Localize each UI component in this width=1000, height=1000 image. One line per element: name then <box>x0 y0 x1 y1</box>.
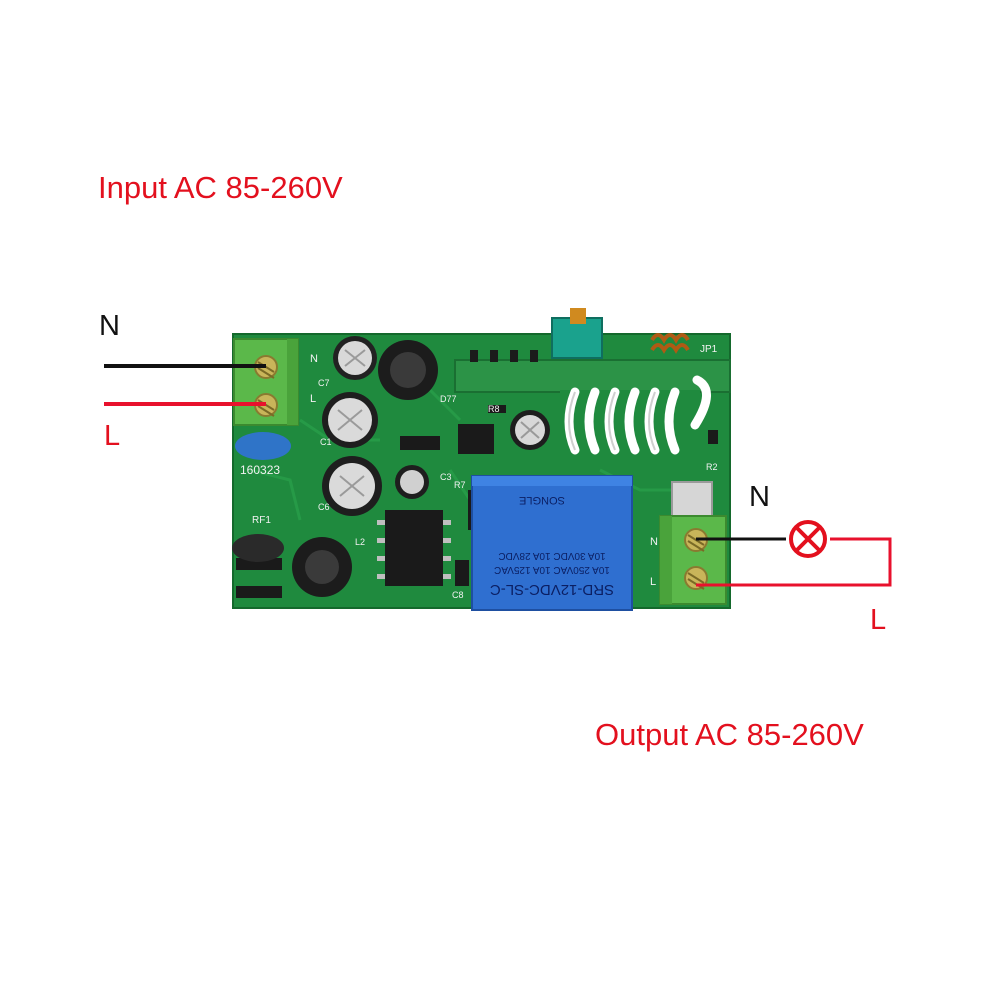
capacitor-small <box>510 410 550 450</box>
lamp-icon <box>789 520 827 558</box>
silk-c3: C3 <box>440 472 452 482</box>
input-neutral-label: N <box>99 310 120 342</box>
relay-model: SRD-12VDC-SL-C <box>490 581 614 598</box>
output-terminal-block <box>659 515 727 605</box>
relay-rating-2: 10A 30VDC 10A 28VDC <box>498 550 605 561</box>
capacitor-c1 <box>322 392 378 448</box>
silk-c1: C1 <box>320 437 332 447</box>
silk-r8: R8 <box>488 404 500 414</box>
rf-module <box>454 359 731 393</box>
transistor <box>458 424 494 454</box>
silk-d77: D77 <box>440 394 457 404</box>
input-terminal-block <box>233 338 299 426</box>
relay-receiver-board: JP1 <box>232 308 731 611</box>
learn-button <box>671 481 713 517</box>
relay-brand: SONGLE <box>519 494 565 506</box>
inductor-l2 <box>292 537 352 597</box>
capacitor-c3 <box>395 465 429 499</box>
output-live-label: L <box>870 604 887 636</box>
antenna-coil <box>560 375 711 456</box>
silk-l2: L2 <box>355 537 365 547</box>
inductor-large <box>378 340 438 400</box>
rf-label: RF1 <box>252 515 271 526</box>
silk-out-l: L <box>650 576 656 588</box>
y-capacitor <box>235 432 291 460</box>
relay: SRD-12VDC-SL-C 10A 250VAC 10A 125VAC 10A… <box>471 475 633 611</box>
jumper-label: JP1 <box>700 344 718 355</box>
input-live-label: L <box>104 420 121 452</box>
trimmer-capacitor <box>551 317 603 359</box>
silk-c7: C7 <box>318 378 330 388</box>
ic-chip <box>385 510 443 586</box>
output-voltage-label: Output AC 85-260V <box>595 717 864 752</box>
silk-c6: C6 <box>318 502 330 512</box>
capacitor-c6 <box>322 456 382 516</box>
silk-out-n: N <box>650 536 658 548</box>
silk-in-n: N <box>310 353 318 365</box>
silk-r7: R7 <box>454 480 466 490</box>
input-voltage-label: Input AC 85-260V <box>98 170 343 205</box>
capacitor-c7 <box>333 336 377 380</box>
date-code: 160323 <box>240 463 280 477</box>
output-live-wire <box>696 537 892 587</box>
relay-rating-1: 10A 250VAC 10A 125VAC <box>494 564 610 575</box>
silk-in-l: L <box>310 393 316 405</box>
varistor <box>232 534 284 562</box>
output-neutral-label: N <box>749 481 770 513</box>
small-coil <box>650 333 690 354</box>
silk-r2: R2 <box>706 462 718 472</box>
silk-c8: C8 <box>452 590 464 600</box>
